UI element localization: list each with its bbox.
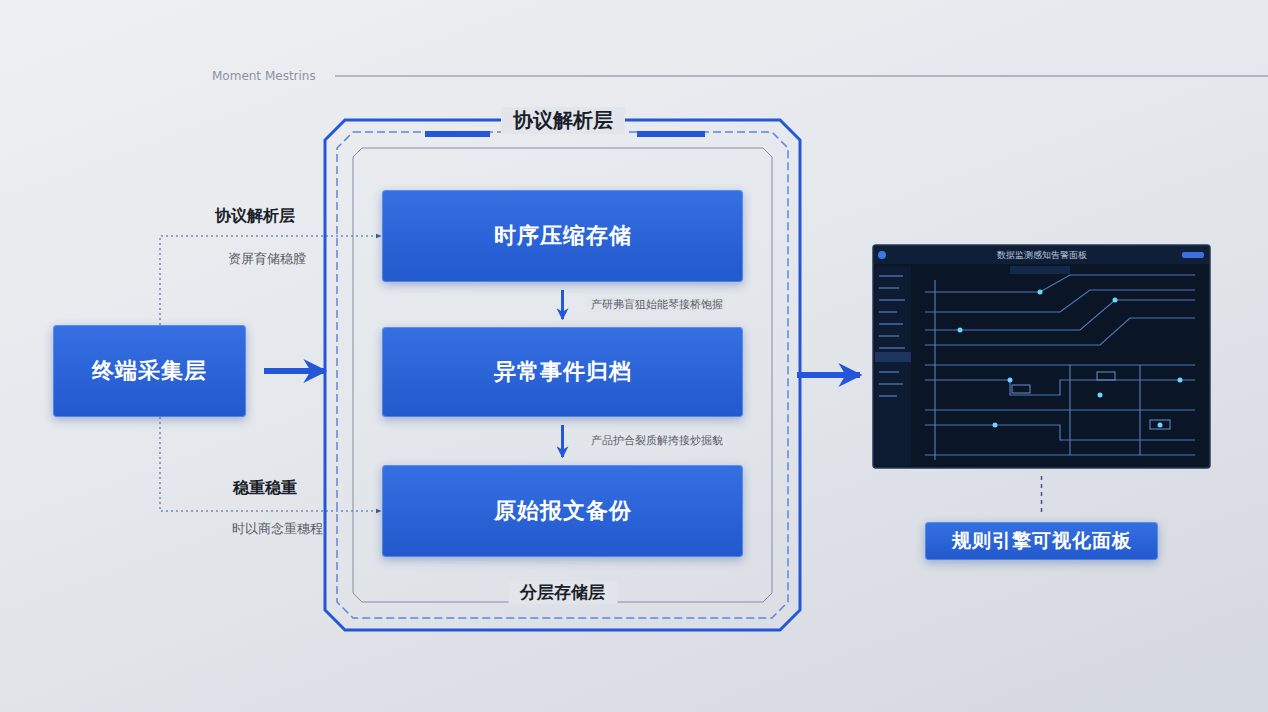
flow-lines bbox=[925, 275, 1195, 460]
node-label: 规则引擎可视化面板 bbox=[952, 528, 1132, 554]
frame-accent bbox=[425, 131, 490, 137]
node-label: 异常事件归档 bbox=[494, 357, 632, 387]
frame-dashed bbox=[337, 132, 788, 618]
panel-box: 规则引擎可视化面板 bbox=[925, 522, 1158, 560]
dashboard-illustration bbox=[873, 245, 1210, 468]
group-frame: 协议解析层分层存储层时序压缩存储异常事件归档原始报文备份 bbox=[325, 120, 800, 630]
screen-sidebar bbox=[875, 266, 911, 466]
screen-logo bbox=[878, 251, 886, 259]
flow-arrow bbox=[264, 368, 325, 374]
edge-label: 产研弗盲狙始能琴接桥饱握 bbox=[588, 297, 726, 312]
edge-label: 稳重稳重 bbox=[233, 478, 297, 499]
group-title: 分层存储层 bbox=[508, 581, 617, 604]
edge-label: 协议解析层 bbox=[215, 206, 295, 227]
frame-accent bbox=[637, 131, 705, 137]
layer-box: 终端采集层 bbox=[53, 325, 246, 417]
screen-tab bbox=[1010, 266, 1070, 274]
down-arrow bbox=[561, 425, 564, 457]
storage-box: 异常事件归档 bbox=[382, 327, 743, 417]
dotted-link bbox=[160, 417, 381, 511]
down-arrow bbox=[561, 290, 564, 319]
rule-line bbox=[335, 76, 1268, 77]
screen-bg bbox=[873, 245, 1210, 468]
group-title: 协议解析层 bbox=[501, 107, 625, 134]
node-label: 数据监测感知告警面板 bbox=[997, 249, 1087, 262]
node-label: 终端采集层 bbox=[92, 356, 207, 386]
flow-blocks bbox=[1012, 372, 1170, 429]
note-text: 资屏育储稳膛 bbox=[228, 250, 306, 268]
edge-label: 产品护合裂质解挎接炒掘貌 bbox=[588, 433, 726, 448]
sidebar-items bbox=[879, 276, 905, 396]
flow-arrow bbox=[797, 372, 860, 378]
node-label: 时序压缩存储 bbox=[494, 221, 632, 251]
screen-button bbox=[1182, 252, 1204, 258]
screen-topbar bbox=[874, 246, 1209, 264]
dashed-link bbox=[1041, 476, 1043, 516]
dotted-link bbox=[160, 236, 381, 325]
dashboard-screen: 数据监测感知告警面板 bbox=[873, 245, 1210, 468]
sidebar-active bbox=[875, 352, 911, 362]
storage-box: 时序压缩存储 bbox=[382, 190, 743, 282]
node-label: 原始报文备份 bbox=[494, 496, 632, 526]
note-text: 时以商念重穗程 bbox=[232, 520, 323, 538]
frame-inner bbox=[353, 148, 772, 602]
frame-outline bbox=[325, 120, 800, 630]
storage-box: 原始报文备份 bbox=[382, 465, 743, 557]
flow-dots bbox=[958, 290, 1183, 428]
watermark: Moment Mestrins bbox=[212, 69, 316, 83]
